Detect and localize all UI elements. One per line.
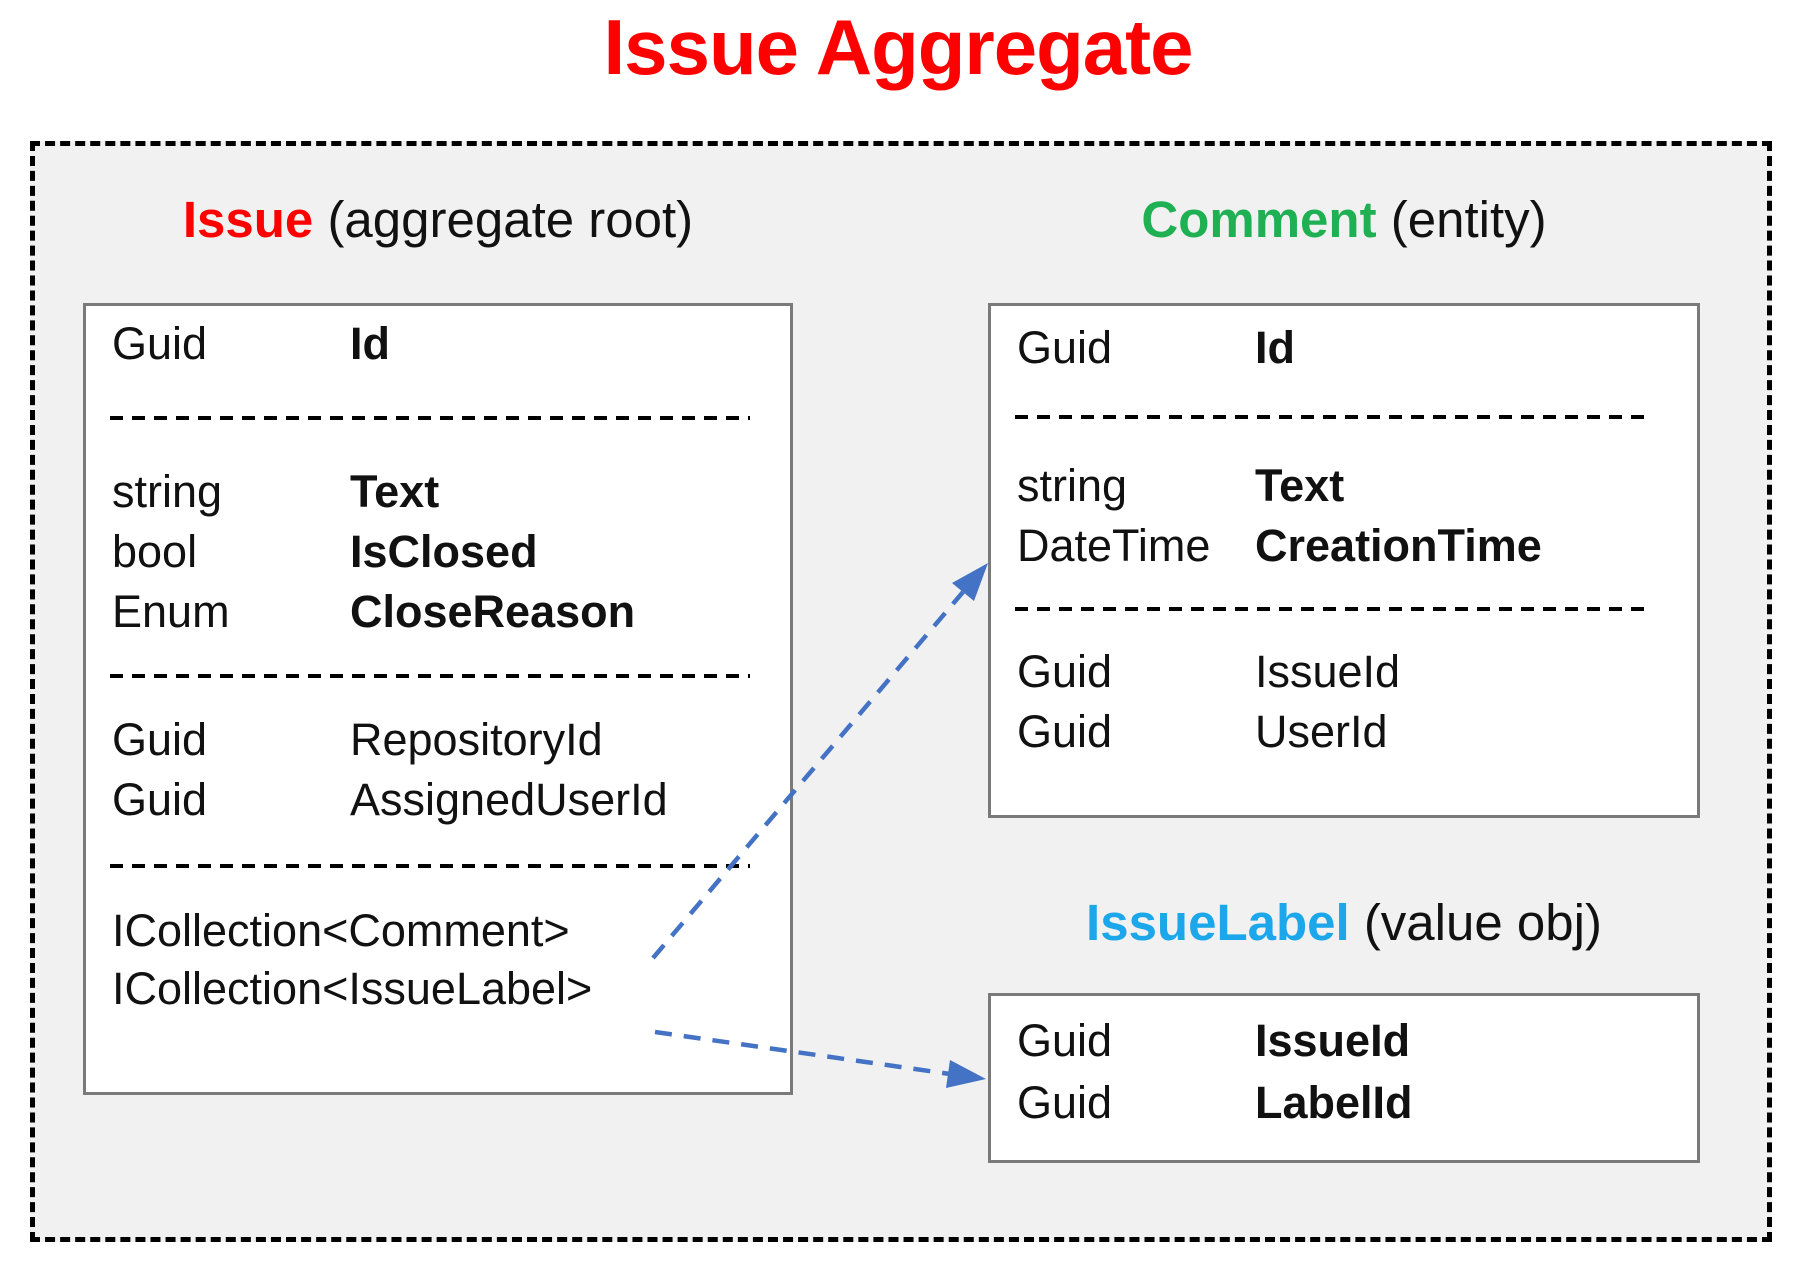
field-type: DateTime: [1017, 520, 1211, 571]
field-separator: [991, 576, 1697, 642]
field-name: IssueId: [1255, 646, 1401, 697]
issue-header: Issue (aggregate root): [83, 190, 793, 249]
field-type: Guid: [1017, 322, 1113, 373]
field-row: string Text: [86, 462, 790, 522]
field-type: Enum: [112, 586, 230, 637]
field-row: Guid UserId: [991, 702, 1697, 762]
field-name: IsClosed: [350, 526, 538, 577]
comment-name: Comment: [1141, 191, 1377, 248]
collection-row: ICollection<Comment>: [86, 902, 790, 960]
field-name: Text: [350, 466, 440, 517]
field-row: Guid IssueId: [991, 642, 1697, 702]
comment-kind: (entity): [1390, 191, 1547, 248]
issuelabel-name: IssueLabel: [1086, 894, 1350, 951]
issue-kind: (aggregate root): [327, 191, 694, 248]
field-type: Guid: [112, 714, 208, 765]
field-name: IssueId: [1255, 1015, 1411, 1066]
collection-decl: ICollection<Comment>: [112, 905, 570, 956]
field-name: Text: [1255, 460, 1345, 511]
field-row: DateTime CreationTime: [991, 516, 1697, 576]
collection-row: ICollection<IssueLabel>: [86, 960, 790, 1018]
collection-decl: ICollection<IssueLabel>: [112, 963, 593, 1014]
field-type: Guid: [1017, 1015, 1113, 1066]
field-separator: [991, 378, 1697, 456]
issue-box: Guid Id string Text bool IsClosed Enum C…: [83, 303, 793, 1095]
issuelabel-kind: (value obj): [1363, 894, 1602, 951]
field-name: UserId: [1255, 706, 1388, 757]
field-row: Guid RepositoryId: [86, 710, 790, 770]
field-row: Guid Id: [991, 318, 1697, 378]
field-row: Enum CloseReason: [86, 582, 790, 642]
field-row: Guid AssignedUserId: [86, 770, 790, 830]
field-type: Guid: [1017, 646, 1113, 697]
field-row: bool IsClosed: [86, 522, 790, 582]
field-separator: [86, 830, 790, 902]
field-name: Id: [1255, 322, 1295, 373]
field-type: Guid: [112, 318, 208, 369]
field-separator: [86, 642, 790, 710]
issue-name: Issue: [182, 191, 314, 248]
field-row: Guid Id: [86, 314, 790, 374]
field-type: Guid: [112, 774, 208, 825]
field-name: AssignedUserId: [350, 774, 668, 825]
field-type: string: [112, 466, 223, 517]
field-row: Guid LabelId: [991, 1072, 1697, 1134]
field-name: RepositoryId: [350, 714, 603, 765]
field-name: Id: [350, 318, 390, 369]
comment-header: Comment (entity): [988, 190, 1700, 249]
field-row: Guid IssueId: [991, 1010, 1697, 1072]
diagram-title: Issue Aggregate: [603, 3, 1194, 91]
field-name: LabelId: [1255, 1077, 1413, 1128]
issuelabel-box: Guid IssueId Guid LabelId: [988, 993, 1700, 1163]
field-type: Guid: [1017, 1077, 1113, 1128]
field-type: bool: [112, 526, 198, 577]
comment-box: Guid Id string Text DateTime CreationTim…: [988, 303, 1700, 818]
issuelabel-header: IssueLabel (value obj): [988, 893, 1700, 952]
field-type: Guid: [1017, 706, 1113, 757]
field-name: CloseReason: [350, 586, 636, 637]
field-row: string Text: [991, 456, 1697, 516]
field-separator: [86, 374, 790, 462]
field-name: CreationTime: [1255, 520, 1542, 571]
field-type: string: [1017, 460, 1128, 511]
